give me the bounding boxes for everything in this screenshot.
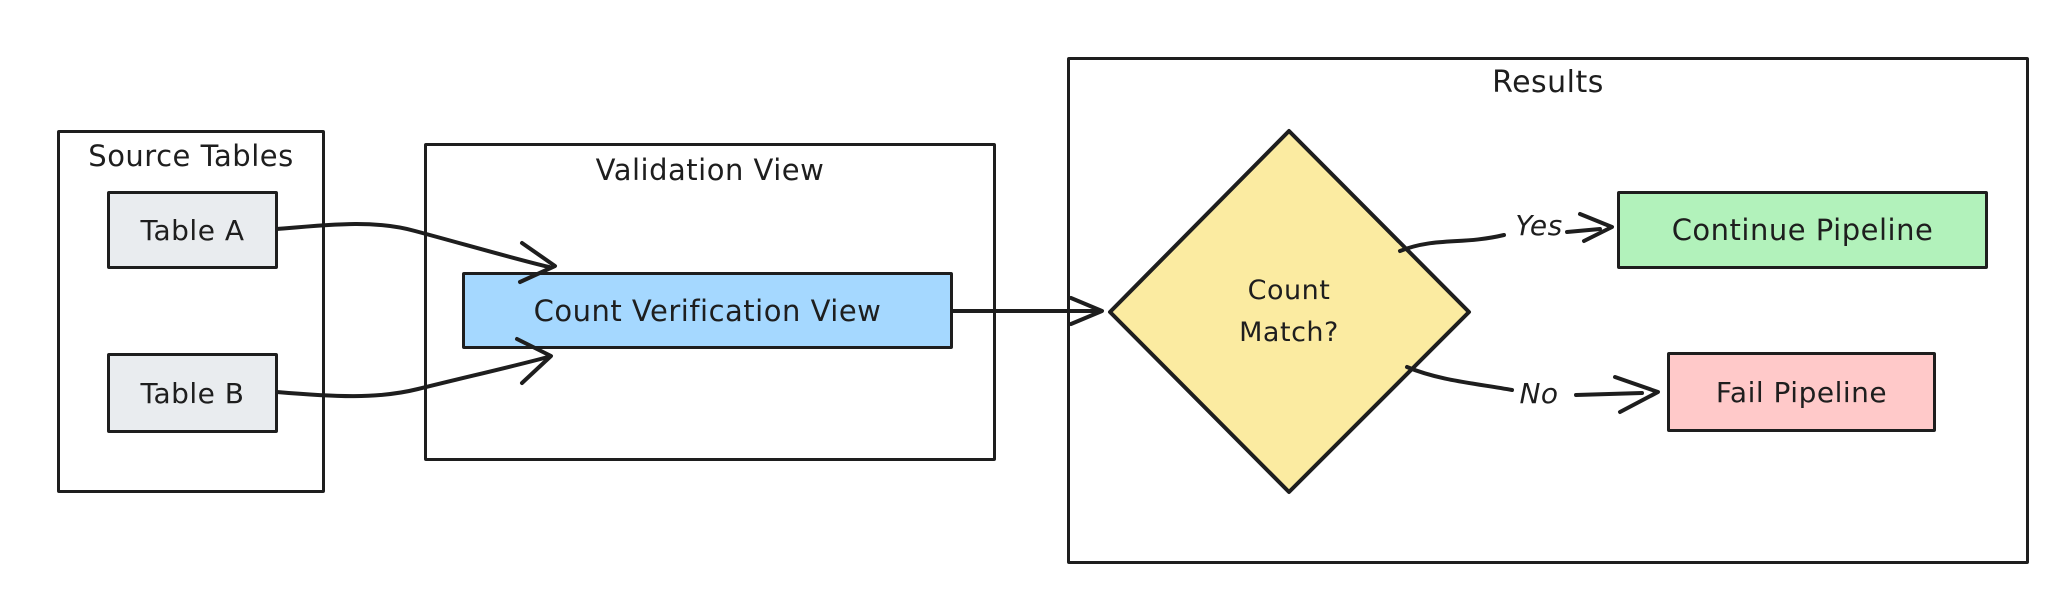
edge-label-yes: Yes — [1515, 209, 1563, 242]
table-a-node: Table A — [107, 191, 278, 269]
edge-label-no: No — [1519, 377, 1559, 410]
count-match-label: Count Match? — [1239, 275, 1339, 348]
validation-view-title: Validation View — [595, 153, 825, 187]
source-tables-container — [57, 130, 325, 493]
fail-pipeline-node: Fail Pipeline — [1667, 352, 1936, 432]
table-b-label: Table B — [140, 376, 245, 410]
results-title: Results — [1492, 65, 1604, 100]
source-tables-title: Source Tables — [88, 139, 294, 173]
continue-pipeline-label: Continue Pipeline — [1671, 213, 1934, 247]
fail-pipeline-label: Fail Pipeline — [1715, 375, 1888, 409]
continue-pipeline-node: Continue Pipeline — [1617, 191, 1988, 269]
table-b-node: Table B — [107, 353, 278, 433]
table-a-label: Table A — [140, 213, 245, 247]
count-verification-view-label: Count Verification View — [533, 293, 882, 328]
count-verification-view-node: Count Verification View — [462, 272, 953, 349]
